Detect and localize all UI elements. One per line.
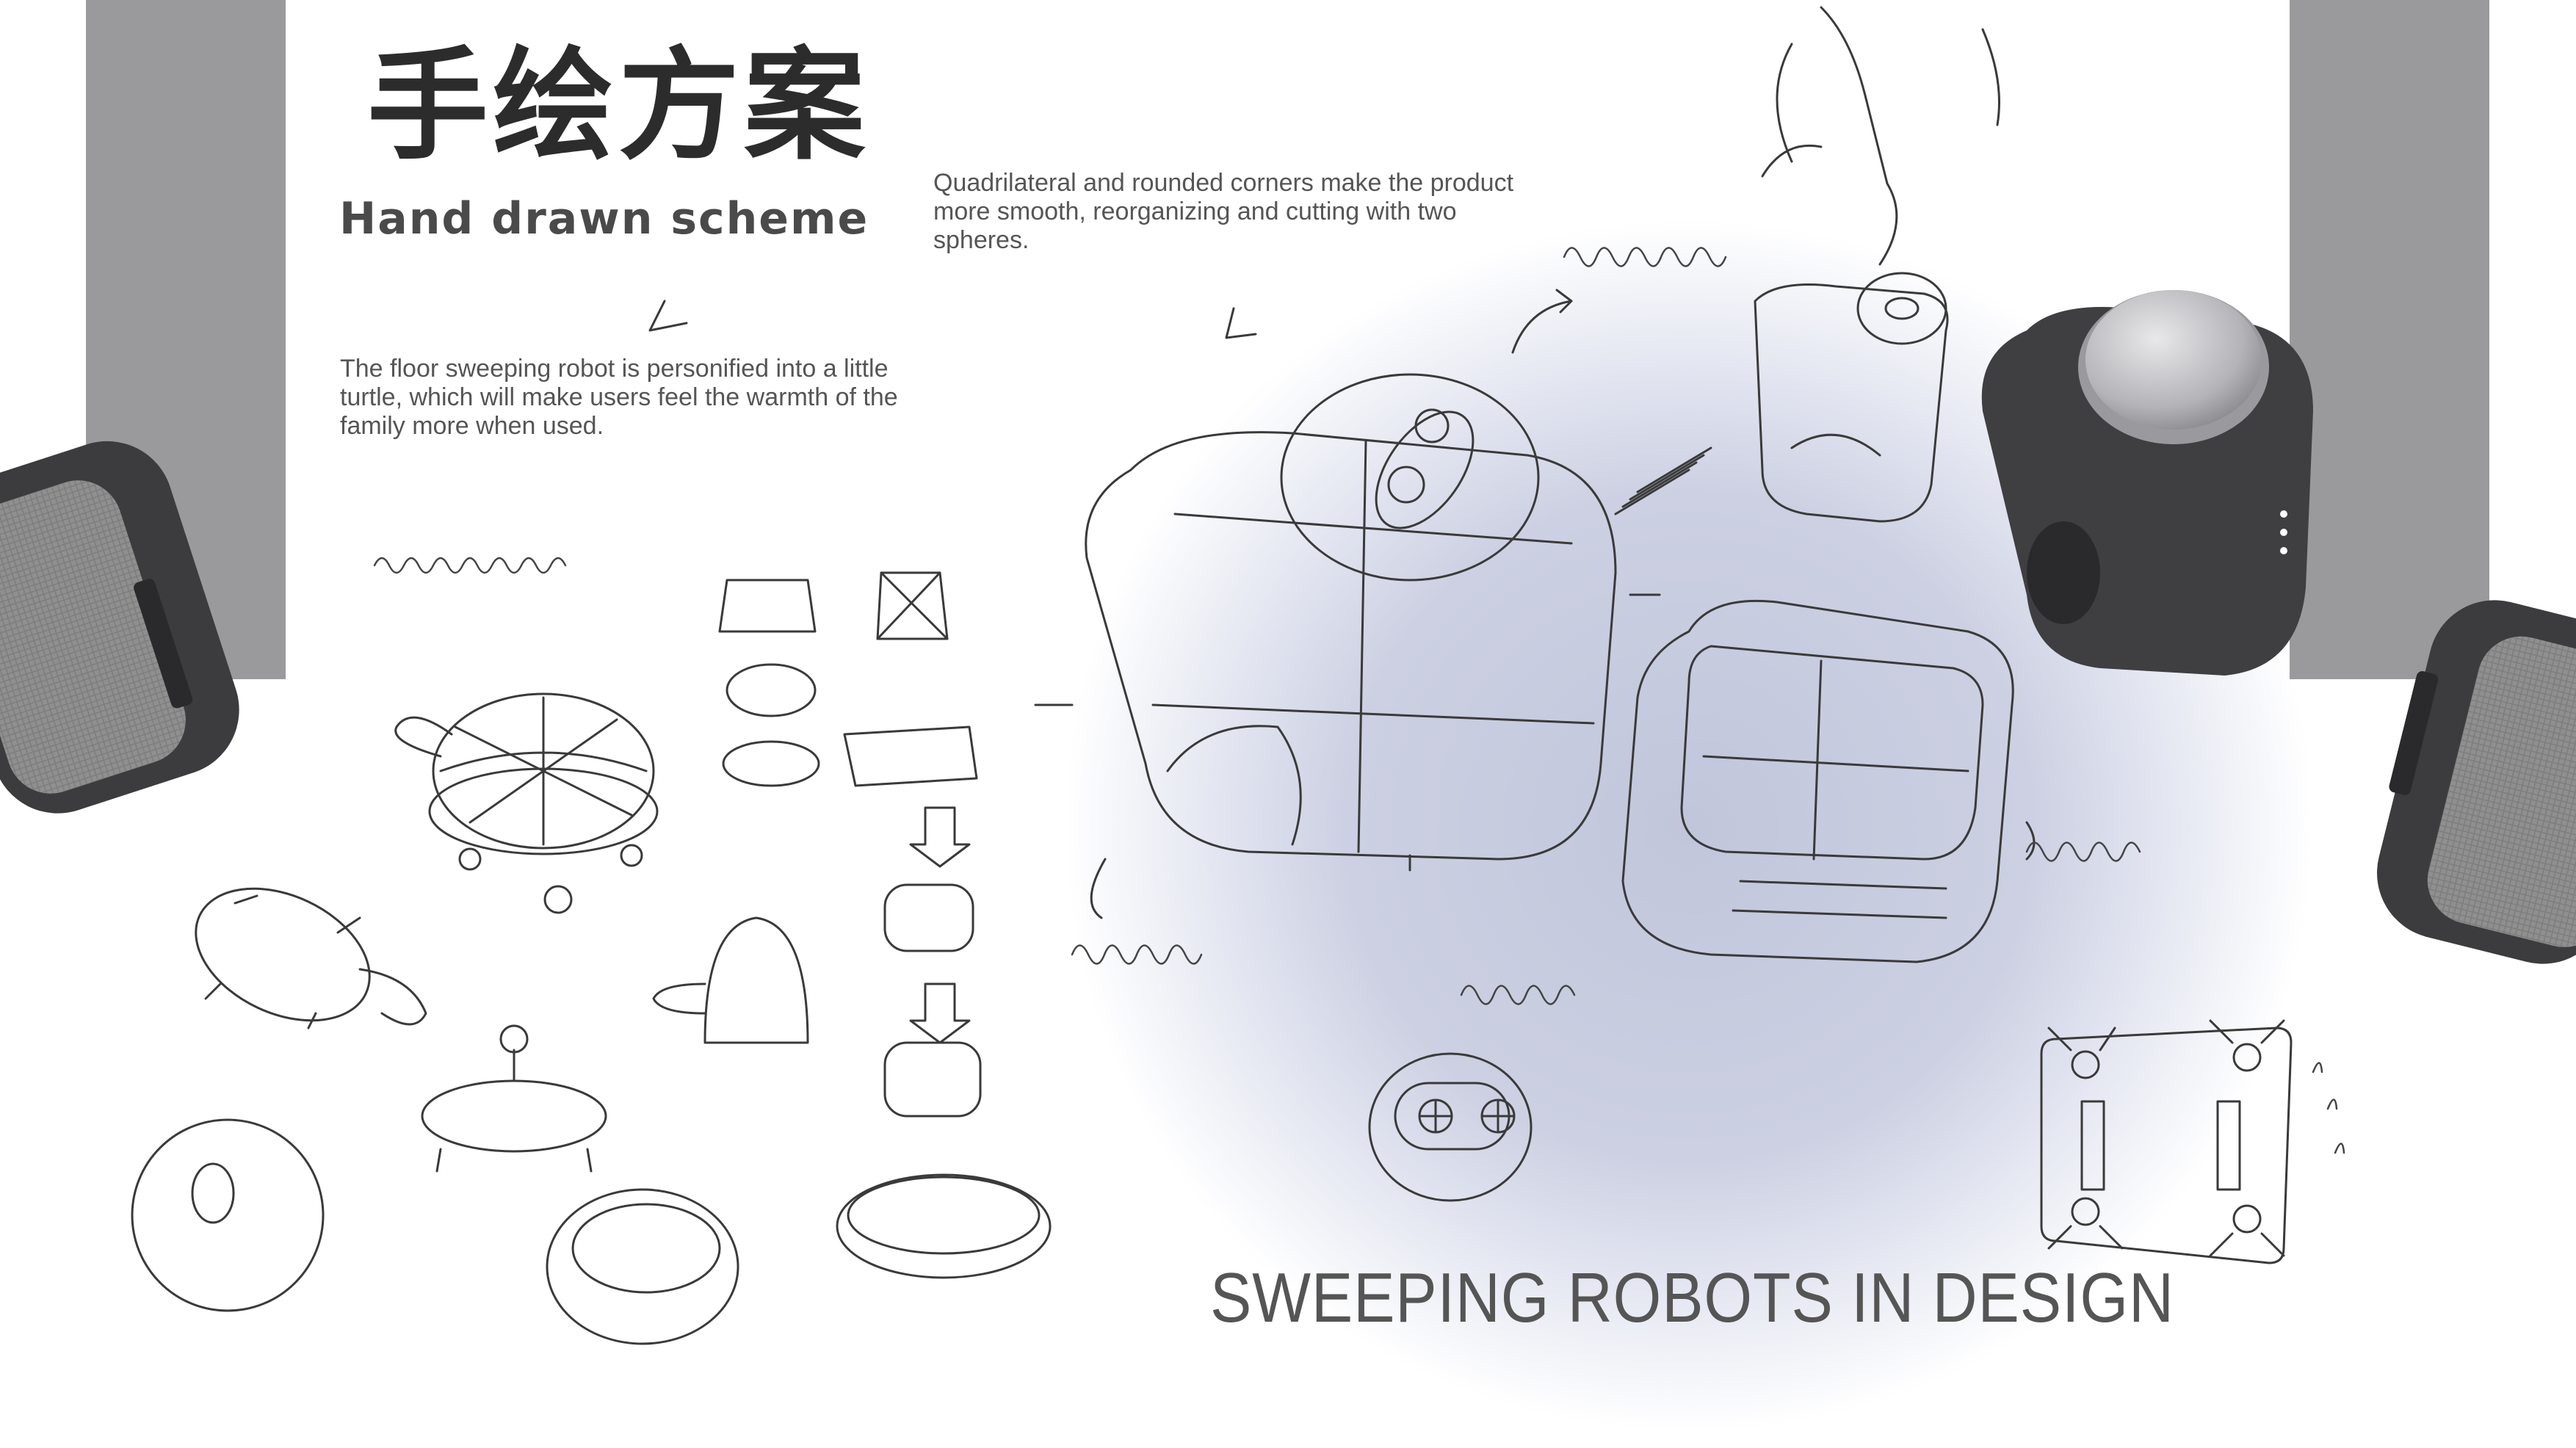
key-detail-sketch — [1368, 1052, 1533, 1202]
page-title-cn: 手绘方案 — [367, 35, 869, 176]
brush-layout-sketch — [2040, 1027, 2293, 1264]
description-right: Quadrilateral and rounded corners make t… — [933, 169, 1514, 254]
description-left: The floor sweeping robot is personified … — [340, 355, 898, 440]
turtle-robot-sketch — [432, 692, 655, 850]
product-render-right — [2377, 600, 2576, 964]
page-title-en: Hand drawn scheme — [339, 193, 869, 245]
button-module-sketch — [1754, 283, 1949, 523]
box-sketch-1 — [718, 579, 817, 633]
product-render-dial — [1981, 290, 2313, 676]
right-grey-bar — [2290, 0, 2489, 679]
main-robot-sketch — [1085, 431, 1617, 861]
footer-title: SWEEPING ROBOTS IN DESIGN — [1210, 1259, 2174, 1337]
product-render-left — [0, 441, 239, 814]
square-robot-sketch — [1621, 599, 2014, 963]
